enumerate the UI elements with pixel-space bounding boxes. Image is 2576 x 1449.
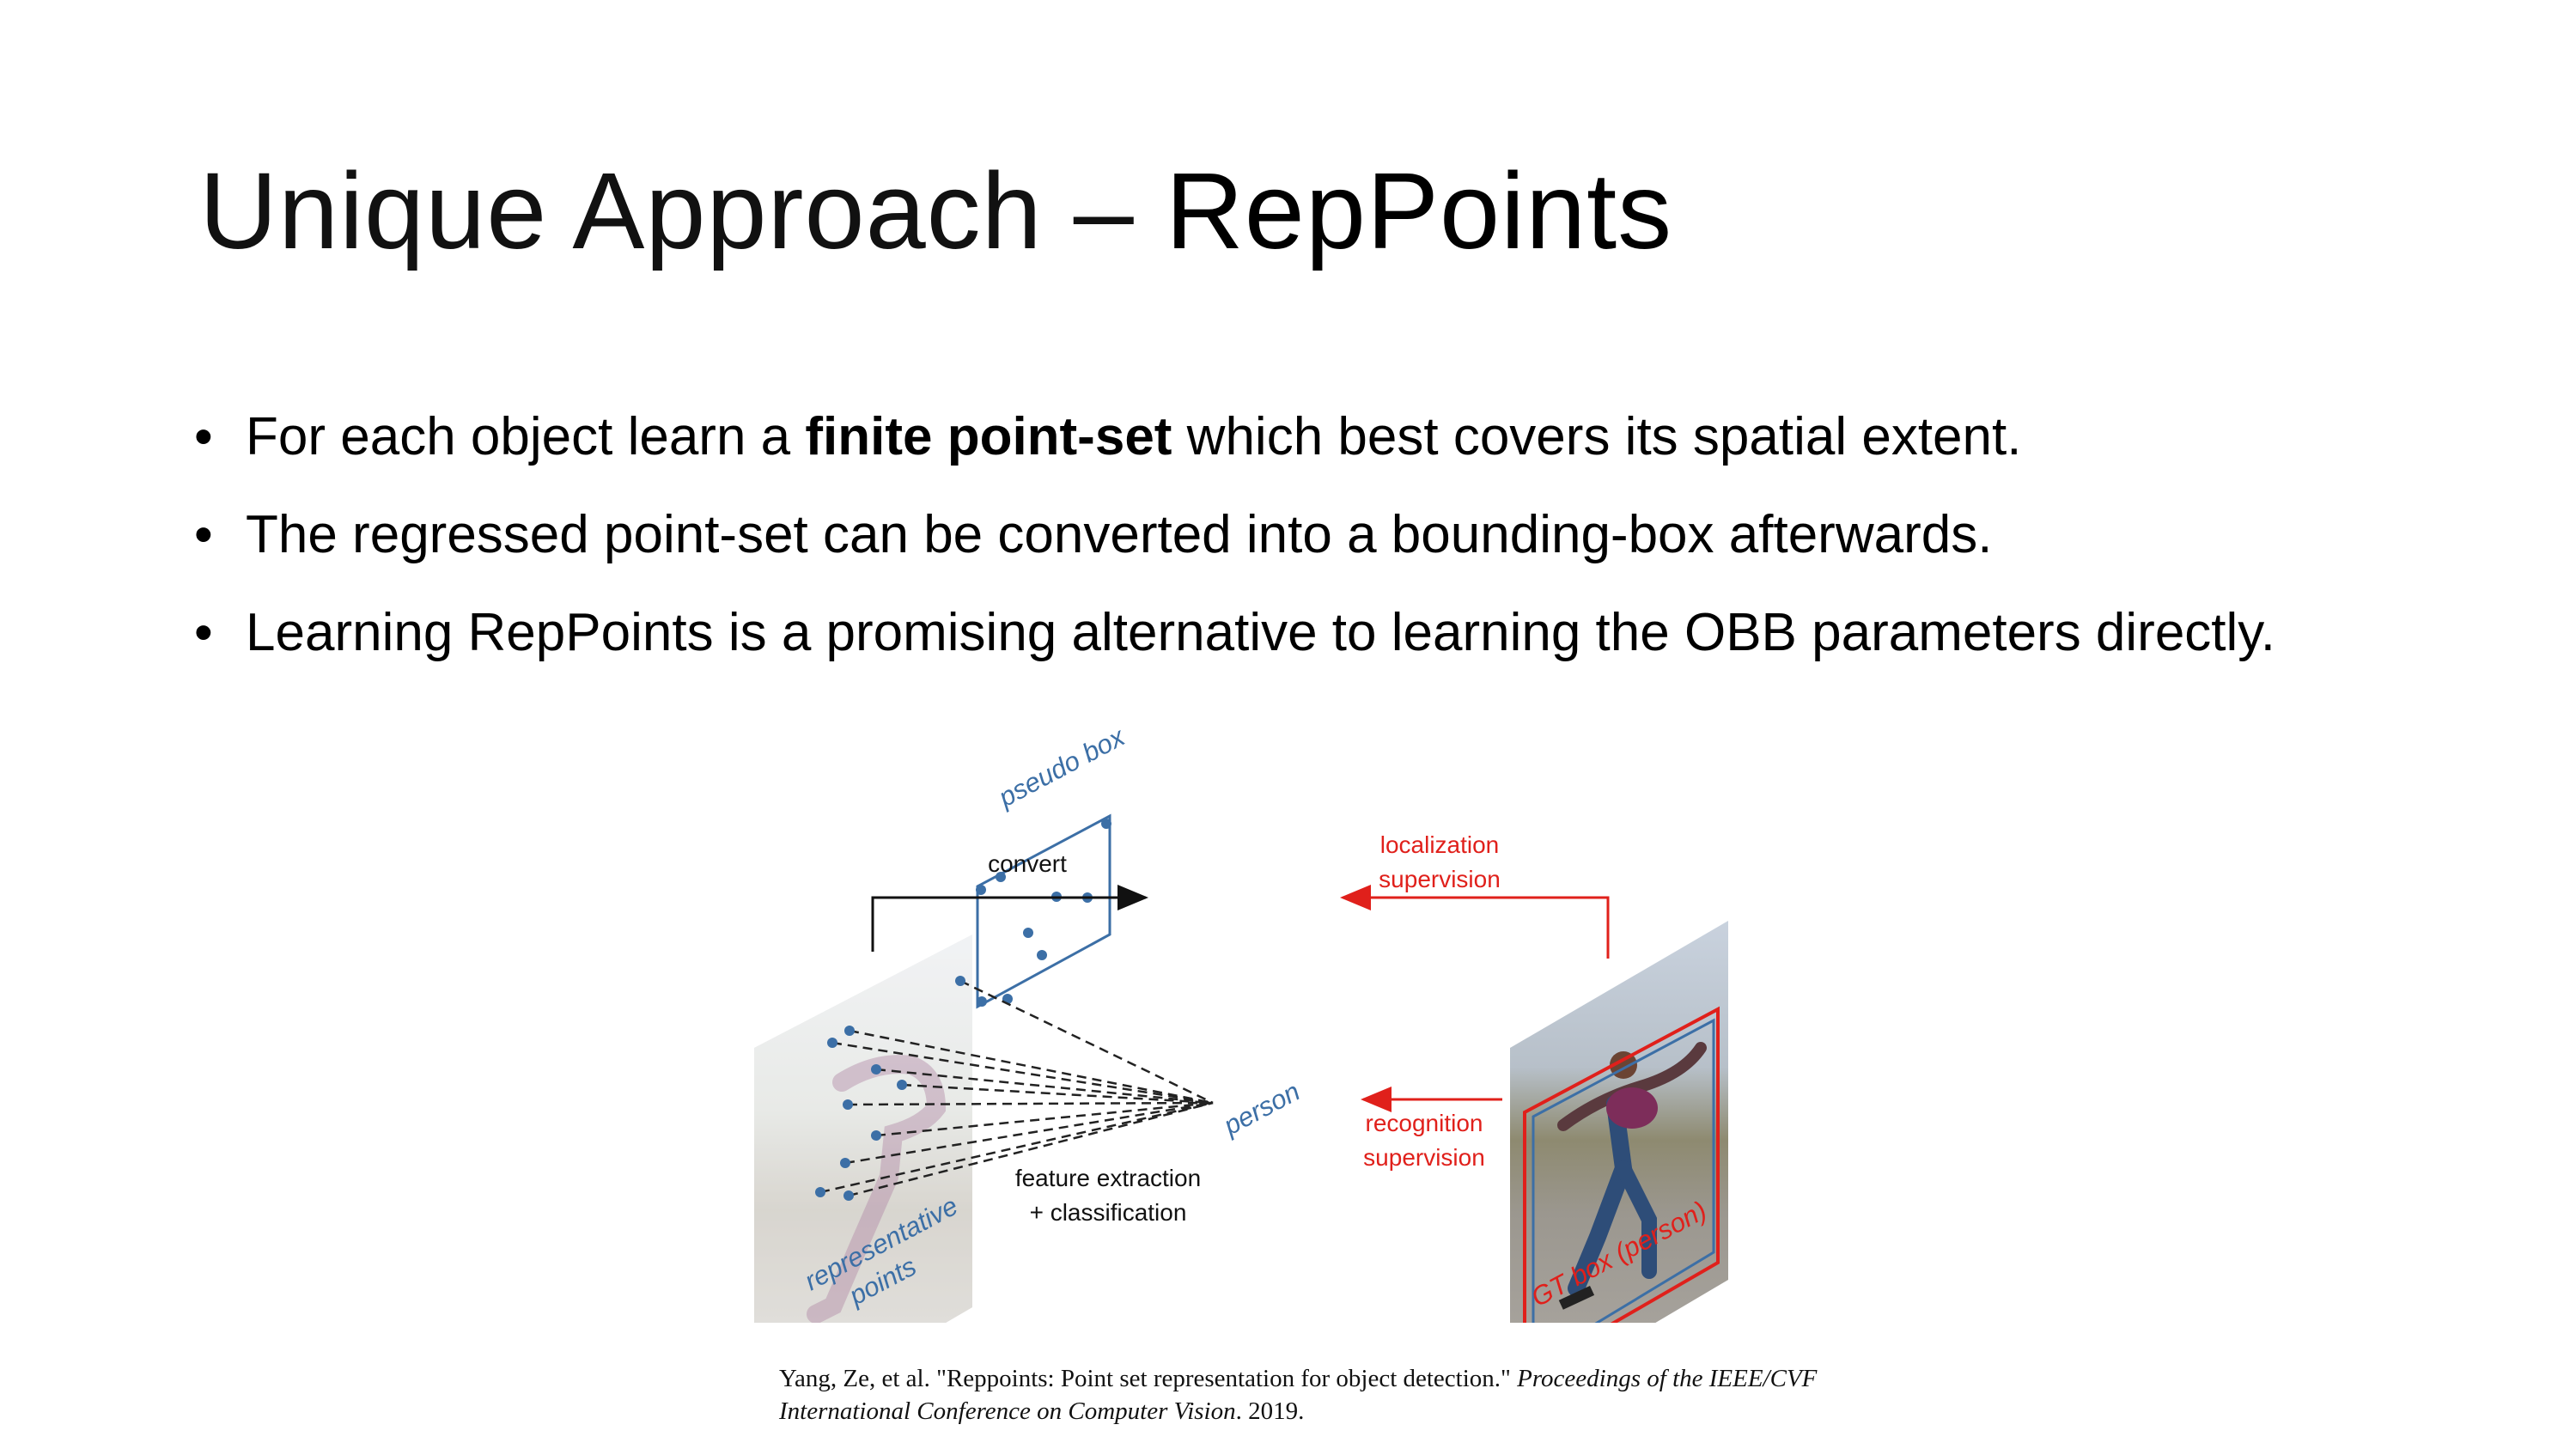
citation-year: . 2019. — [1235, 1397, 1305, 1425]
rep-point — [843, 1190, 854, 1201]
bullet-dot: • — [194, 603, 213, 662]
right-image-panel — [1510, 921, 1728, 1323]
bullet-text: For each object learn a — [246, 407, 806, 466]
bullet-item-3: • Learning RepPoints is a promising alter… — [194, 584, 2275, 682]
bullet-bold-text: finite point-set — [805, 407, 1172, 466]
pseudo-point — [1023, 928, 1033, 938]
rep-point — [815, 1187, 825, 1197]
bullet-list: • For each object learn a finite point-se… — [194, 388, 2275, 682]
rep-point — [897, 1080, 907, 1090]
title-emphasis: RepPoints — [1165, 150, 1673, 271]
bullet-item-2: • The regressed point-set can be converte… — [194, 486, 2275, 584]
representative-points — [815, 976, 965, 1201]
citation-authors: Yang, Ze, et al. "Reppoints: Point set r… — [779, 1365, 1518, 1392]
localization-arrow — [1340, 885, 1610, 959]
bullet-text: The regressed point-set can be converted… — [246, 505, 1993, 564]
recognition-label: supervision — [1363, 1144, 1485, 1171]
pseudo-box-label: pseudo box — [993, 721, 1130, 813]
bullet-dot: • — [194, 505, 213, 564]
localization-label: localization — [1380, 831, 1500, 858]
pseudo-point — [1101, 819, 1111, 829]
rep-point — [871, 1064, 881, 1075]
feature-rays — [819, 979, 1214, 1197]
rep-point — [827, 1038, 837, 1048]
person-label: person — [1218, 1076, 1305, 1142]
pseudo-point — [977, 996, 987, 1007]
rep-point — [843, 1099, 853, 1110]
pseudo-point — [976, 885, 986, 895]
recognition-label: recognition — [1366, 1110, 1483, 1136]
bullet-dot: • — [194, 407, 213, 466]
pseudo-point — [1037, 950, 1047, 960]
convert-label: convert — [988, 850, 1067, 877]
pseudo-point — [996, 872, 1006, 882]
bullet-item-1: • For each object learn a finite point-se… — [194, 388, 2275, 486]
rep-point — [844, 1026, 855, 1036]
rep-point — [840, 1158, 850, 1168]
rep-point — [955, 976, 965, 986]
slide-title: Unique Approach – RepPoints — [199, 146, 1672, 276]
convert-arrow — [871, 885, 1148, 952]
feature-label: + classification — [1030, 1199, 1187, 1226]
localization-label: supervision — [1379, 866, 1501, 892]
bullet-text: Learning RepPoints is a promising altern… — [246, 603, 2275, 662]
bullet-text: which best covers its spatial extent. — [1172, 407, 2022, 466]
citation: Yang, Ze, et al. "Reppoints: Point set r… — [779, 1362, 1896, 1428]
pseudo-box-points — [976, 819, 1111, 1007]
title-plain: Unique Approach – — [199, 150, 1166, 271]
left-image-panel — [754, 935, 972, 1323]
reppoints-diagram: pseudo box convert localization supervis… — [739, 721, 1769, 1323]
feature-label: feature extraction — [1015, 1165, 1201, 1191]
rep-point — [871, 1130, 881, 1141]
citation-venue: Proceedings of the IEEE/CVF Internationa… — [779, 1365, 1818, 1425]
pseudo-box — [976, 813, 1111, 1009]
